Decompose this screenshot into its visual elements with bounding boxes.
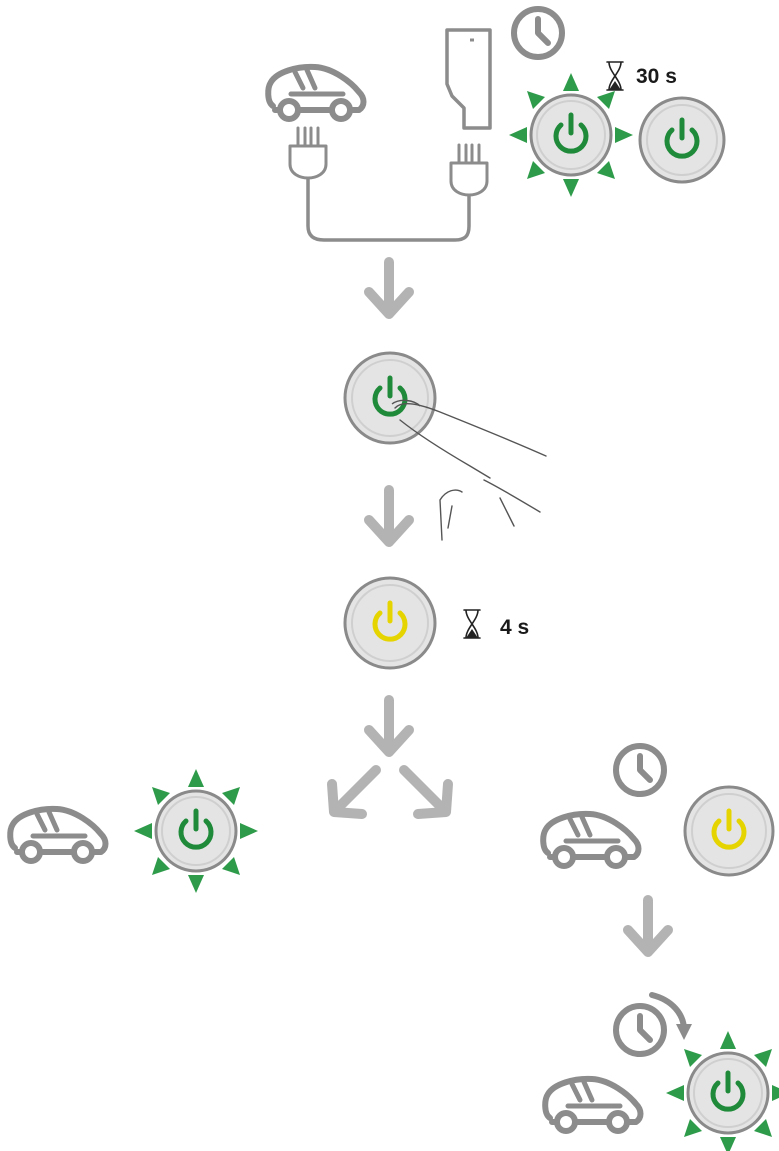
car-icon <box>543 814 638 866</box>
car-icon <box>545 1079 640 1131</box>
clock-icon <box>514 9 562 57</box>
power-button-press <box>343 351 437 445</box>
arrow-icon <box>628 900 668 952</box>
power-button-blinking-green <box>509 73 633 197</box>
hourglass-icon <box>463 609 481 639</box>
car-icon <box>268 67 363 119</box>
arrow-icon <box>369 700 409 752</box>
power-button-yellow <box>343 576 437 670</box>
finger-press-icon <box>391 399 547 541</box>
wait-label-press: 4 s <box>500 616 529 639</box>
car-icon <box>10 809 105 861</box>
arrow-icon <box>369 262 409 314</box>
hourglass-icon <box>606 61 624 91</box>
charging-station-icon <box>445 28 492 130</box>
charging-cable <box>306 178 471 242</box>
arrow-icon <box>327 765 381 819</box>
arrow-icon <box>399 765 453 819</box>
clock-cycle-icon <box>616 992 692 1054</box>
power-button-blinking-green <box>666 1031 779 1151</box>
charging-plug-icon <box>288 126 328 180</box>
power-button-yellow <box>683 785 775 877</box>
power-button-green <box>638 96 726 184</box>
charging-plug-icon <box>449 143 489 197</box>
wait-label-initial: 30 s <box>636 65 677 88</box>
arrow-icon <box>369 490 409 542</box>
power-button-blinking-green <box>134 769 258 893</box>
clock-icon <box>616 746 664 794</box>
